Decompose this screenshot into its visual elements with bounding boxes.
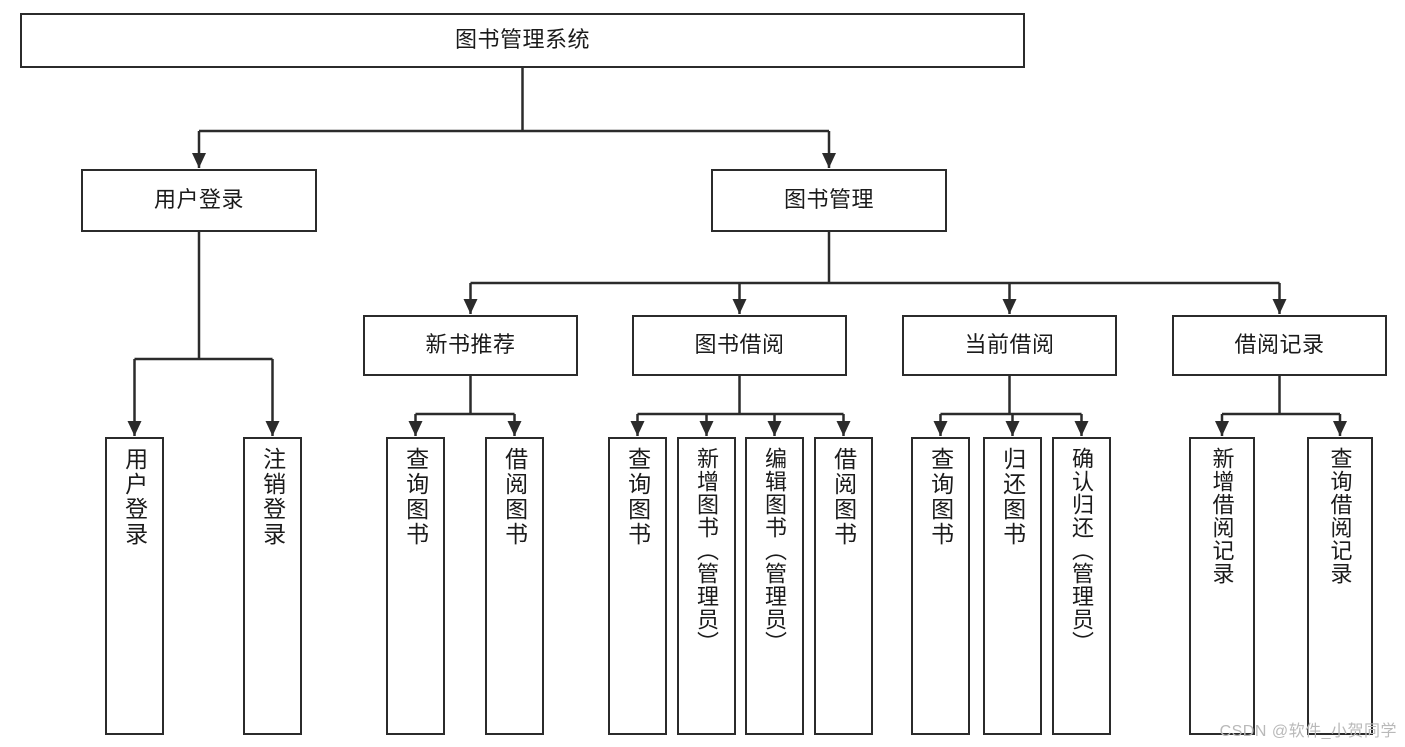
node-label: 用户登录 [121,447,148,547]
node-label: 图书管理系统 [454,27,590,53]
node-leaf-confirm-return[interactable]: 确认归还（管理员） [1052,437,1111,735]
node-label: 查询图书 [402,447,429,547]
node-label: 借阅图书 [830,447,857,547]
node-label: 查询图书 [624,447,651,547]
node-leaf-return-book[interactable]: 归还图书 [983,437,1042,735]
node-label: 新增图书（管理员） [694,447,720,654]
node-leaf-query-book-2[interactable]: 查询图书 [608,437,667,735]
watermark: CSDN @软件_小贺同学 [1219,723,1397,740]
node-new-book-rec[interactable]: 新书推荐 [363,315,578,376]
node-label: 查询借阅记录 [1327,447,1353,585]
node-leaf-add-book[interactable]: 新增图书（管理员） [677,437,736,735]
node-root[interactable]: 图书管理系统 [20,13,1025,68]
node-label: 查询图书 [927,447,954,547]
node-leaf-query-record[interactable]: 查询借阅记录 [1307,437,1373,735]
node-leaf-edit-book[interactable]: 编辑图书（管理员） [745,437,804,735]
node-label: 新书推荐 [425,332,516,358]
node-label: 新增借阅记录 [1209,447,1235,585]
node-leaf-logout[interactable]: 注销登录 [243,437,302,735]
node-label: 用户登录 [153,187,244,213]
node-leaf-borrow-book-2[interactable]: 借阅图书 [814,437,873,735]
node-book-borrow[interactable]: 图书借阅 [632,315,847,376]
node-label: 编辑图书（管理员） [762,447,788,654]
node-label: 注销登录 [259,447,286,547]
node-label: 图书管理 [783,187,874,213]
node-label: 图书借阅 [694,332,785,358]
node-label: 借阅图书 [501,447,528,547]
node-label: 确认归还（管理员） [1069,447,1095,654]
node-leaf-add-record[interactable]: 新增借阅记录 [1189,437,1255,735]
node-leaf-user-login[interactable]: 用户登录 [105,437,164,735]
node-leaf-borrow-book-1[interactable]: 借阅图书 [485,437,544,735]
node-borrow-record[interactable]: 借阅记录 [1172,315,1387,376]
node-leaf-query-book-1[interactable]: 查询图书 [386,437,445,735]
node-book-manage[interactable]: 图书管理 [711,169,947,232]
node-label: 归还图书 [999,447,1026,547]
node-label: 当前借阅 [964,332,1055,358]
node-label: 借阅记录 [1234,332,1325,358]
node-user-login[interactable]: 用户登录 [81,169,317,232]
node-leaf-query-book-3[interactable]: 查询图书 [911,437,970,735]
node-current-borrow[interactable]: 当前借阅 [902,315,1117,376]
